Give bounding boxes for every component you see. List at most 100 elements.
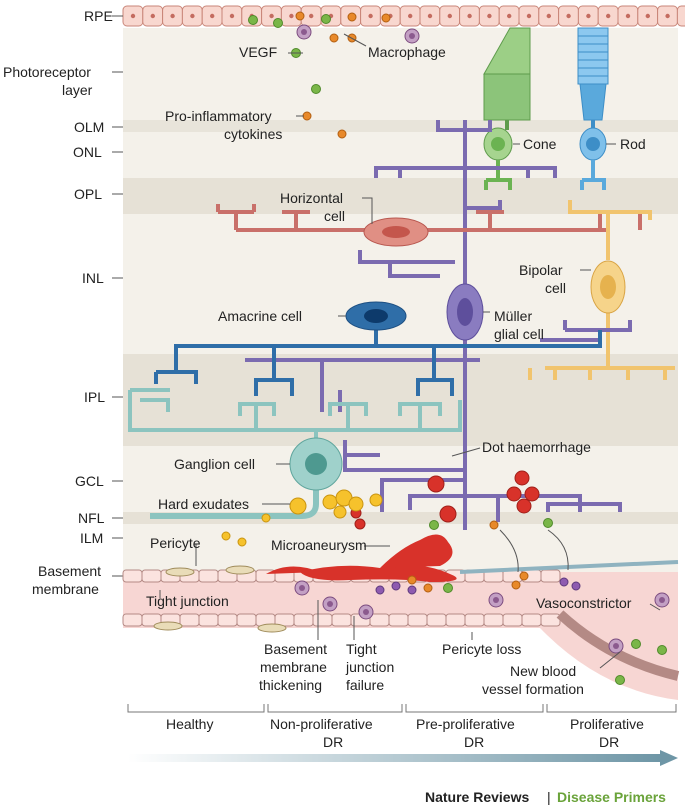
- thickened-membrane: [459, 560, 679, 574]
- rpe-cell: [676, 5, 685, 27]
- layer-nfl: NFL: [78, 510, 105, 526]
- label-macrophage: Macrophage: [368, 44, 446, 60]
- vegf-particle: [631, 639, 641, 649]
- endothelial-cell: [122, 569, 143, 583]
- label-horizontal-1: Horizontal: [280, 190, 343, 206]
- endothelial-cell: [122, 613, 143, 627]
- layer-ilm: ILM: [80, 530, 103, 546]
- vegf-particle: [273, 18, 283, 28]
- endothelial-cell: [464, 613, 485, 627]
- cytokine-particle: [337, 129, 347, 139]
- rod-cell: [577, 27, 609, 190]
- vasoconstrictor-particle: [407, 585, 417, 595]
- layer-olm: OLM: [74, 119, 104, 135]
- label-proinflammatory-1: Pro-inflammatory: [165, 108, 272, 124]
- label-tj-failure-1: Tight: [346, 641, 377, 657]
- label-tight-junction: Tight junction: [146, 593, 229, 609]
- layer-basement-2: membrane: [32, 581, 99, 597]
- vasoconstrictor-particle: [391, 581, 401, 591]
- hard-exudate: [237, 537, 247, 547]
- particles: [153, 11, 670, 685]
- blood-dot: [439, 505, 457, 523]
- stage-ppdr-2: DR: [464, 734, 484, 750]
- vegf-particle: [615, 675, 625, 685]
- horizontal-cell: [216, 204, 642, 232]
- blood-dot: [427, 475, 445, 493]
- endothelial-cell: [369, 613, 390, 627]
- hard-exudate: [333, 505, 347, 519]
- vegf-particle: [443, 583, 453, 593]
- endothelial-cell: [388, 613, 409, 627]
- layer-opl: OPL: [74, 186, 102, 202]
- label-pericyte: Pericyte: [150, 535, 201, 551]
- endothelial-cell: [293, 613, 314, 627]
- label-cone: Cone: [523, 136, 557, 152]
- layer-photoreceptor-2: layer: [62, 82, 93, 98]
- layer-inl: INL: [82, 270, 104, 286]
- hard-exudate: [348, 496, 364, 512]
- layer-labels: RPE Photoreceptor layer OLM ONL OPL INL …: [3, 8, 113, 597]
- cytokine-particle: [519, 571, 529, 581]
- label-muller-1: Müller: [494, 308, 532, 324]
- layer-ipl: IPL: [84, 389, 105, 405]
- endothelial-cell: [312, 613, 333, 627]
- vegf-particle: [321, 14, 331, 24]
- cytokine-particle: [423, 583, 433, 593]
- pericyte: [165, 567, 195, 577]
- endothelial-cell: [521, 613, 542, 627]
- label-pericyte-loss: Pericyte loss: [442, 641, 521, 657]
- label-proinflammatory-2: cytokines: [224, 126, 282, 142]
- label-vegf: VEGF: [239, 44, 277, 60]
- label-bipolar-2: cell: [545, 280, 566, 296]
- endothelial-cell: [198, 569, 219, 583]
- label-bm-thickening-1: Basement: [264, 641, 327, 657]
- label-horizontal-2: cell: [324, 208, 345, 224]
- credit: Nature Reviews | Disease Primers: [425, 789, 666, 805]
- endothelial-cell: [179, 613, 200, 627]
- endothelial-cell: [502, 613, 523, 627]
- endothelial-cell: [198, 613, 219, 627]
- stage-ppdr-1: Pre-proliferative: [416, 716, 515, 732]
- credit-separator: |: [547, 789, 551, 805]
- hard-exudate: [289, 497, 307, 515]
- endothelial-cell: [540, 569, 561, 583]
- label-vasoconstrictor: Vasoconstrictor: [536, 595, 632, 611]
- vasoconstrictor-particle: [375, 585, 385, 595]
- cytokine-particle: [407, 575, 417, 585]
- stage-npdr-1: Non-proliferative: [270, 716, 373, 732]
- vegf-particle: [429, 520, 439, 530]
- label-new-vessel-2: vessel formation: [482, 681, 584, 697]
- blood-dot: [516, 498, 532, 514]
- label-muller-2: glial cell: [494, 326, 544, 342]
- label-microaneurysm: Microaneurysm: [271, 537, 367, 553]
- hard-exudate: [369, 493, 383, 507]
- muller-glial-cell: [245, 120, 622, 530]
- label-tj-failure-3: failure: [346, 677, 384, 693]
- vegf-particle: [248, 15, 258, 25]
- bipolar-cell: [528, 200, 675, 380]
- credit-series: Disease Primers: [557, 789, 666, 805]
- endothelial-cell: [141, 569, 162, 583]
- ganglion-cell: [128, 388, 462, 519]
- layer-gcl: GCL: [75, 473, 104, 489]
- rpe-row: [122, 5, 685, 27]
- blood-dot: [524, 486, 540, 502]
- cytokine-particle: [295, 11, 305, 21]
- amacrine-cell: [154, 330, 602, 396]
- cytokine-particle: [511, 580, 521, 590]
- layer-ticks: [112, 15, 123, 577]
- layer-onl: ONL: [73, 144, 102, 160]
- endothelial-cell: [331, 613, 352, 627]
- vegf-particle: [311, 84, 321, 94]
- stage-labels: Healthy Non-proliferative DR Pre-prolife…: [166, 716, 644, 750]
- label-bm-thickening-2: membrane: [260, 659, 327, 675]
- cytokine-particle: [302, 111, 312, 121]
- cytokine-particle: [489, 520, 499, 530]
- layer-photoreceptor-1: Photoreceptor: [3, 64, 91, 80]
- label-dot-haemorrhage: Dot haemorrhage: [482, 439, 591, 455]
- endothelial-cell: [540, 613, 561, 627]
- endothelial-cell: [426, 613, 447, 627]
- cytokine-particle: [329, 33, 339, 43]
